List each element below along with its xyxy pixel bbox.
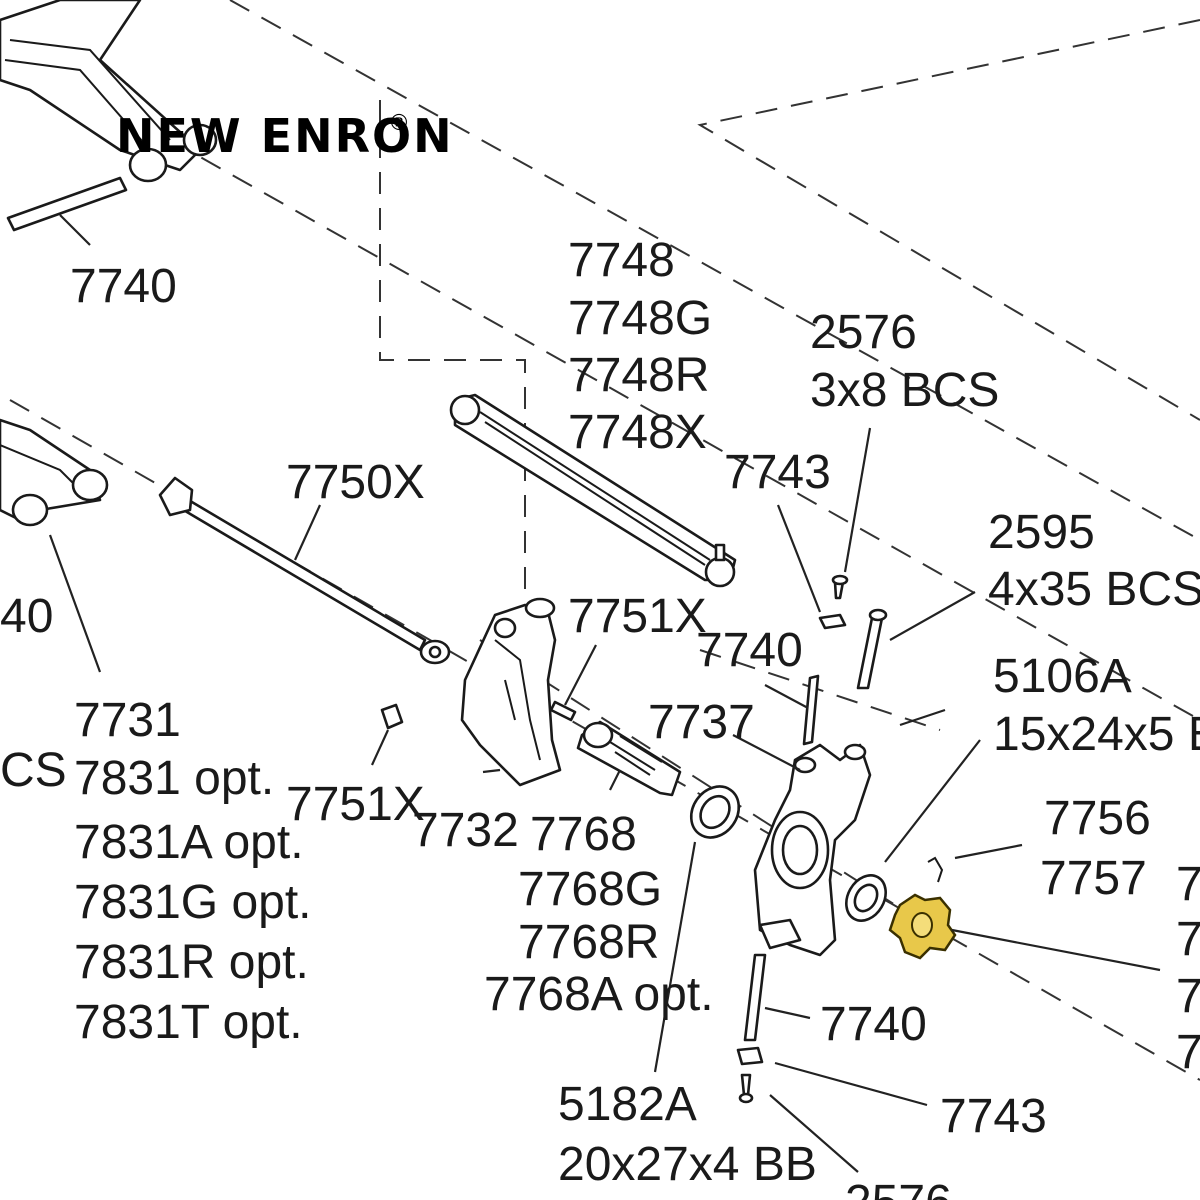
label-bearing-5106a: 5106A — [993, 650, 1132, 703]
screw-lower — [738, 1073, 754, 1104]
label-arm-7831t: 7831T opt. — [74, 996, 303, 1049]
stub-axle — [576, 720, 682, 797]
label-arm-7831: 7831 opt. — [74, 752, 274, 805]
bearing-5182a — [689, 785, 741, 839]
label-7737: 7737 — [648, 696, 755, 749]
caster-block — [460, 597, 562, 787]
label-arm-7831a: 7831A opt. — [74, 816, 304, 869]
steering-knuckle — [753, 743, 872, 957]
label-cut-40: 40 — [0, 590, 53, 643]
label-stub-7768a: 7768A opt. — [484, 968, 714, 1021]
label-cut-bottom-2576: 2576 — [845, 1176, 952, 1200]
label-pin-7756: 7756 — [1044, 792, 1151, 845]
hinge-pin-top — [6, 176, 128, 232]
label-cut-cs: CS — [0, 744, 67, 797]
label-screw-2576-size: 3x8 BCS — [810, 364, 999, 417]
kingpin-upper — [802, 674, 820, 746]
lower-suspension-arm — [0, 418, 109, 527]
label-stub-7768g: 7768G — [518, 863, 662, 916]
label-cut-right-3: 7 — [1176, 970, 1200, 1023]
kingpin-lower — [743, 953, 767, 1042]
e-clip — [927, 856, 944, 883]
brand-name: NEW ENRON — [116, 109, 454, 163]
bushing-lower — [736, 1046, 764, 1066]
upper-suspension-arm — [0, 0, 218, 183]
bearing-5106a — [845, 874, 887, 922]
label-stub-7768r: 7768R — [518, 916, 659, 969]
label-pin-7757: 7757 — [1040, 852, 1147, 905]
label-7743-top: 7743 — [724, 446, 831, 499]
label-arm-7731: 7731 — [74, 694, 181, 747]
label-bearing-5106a-size: 15x24x5 BB — [993, 708, 1200, 761]
label-cut-right-2: 7 — [1176, 913, 1200, 966]
label-7743-low: 7743 — [940, 1090, 1047, 1143]
roll-pin-mid — [549, 700, 577, 722]
label-screw-2576: 2576 — [810, 306, 917, 359]
screw-upper — [831, 574, 849, 600]
label-caster-7732: 7732 — [412, 804, 519, 857]
driveshaft — [158, 476, 451, 665]
brand-watermark: NEW ENRON ® — [116, 109, 454, 163]
label-driveshaft-7750x: 7750X — [286, 456, 425, 509]
label-7740-top: 7740 — [70, 260, 177, 313]
label-arm-7831g: 7831G opt. — [74, 876, 312, 929]
label-cut-right-1: 7 — [1176, 858, 1200, 911]
label-tierod-7748x: 7748X — [568, 406, 707, 459]
label-screw-2595: 2595 — [988, 506, 1095, 559]
roll-pin-small — [380, 703, 404, 730]
label-screw-2595-size: 4x35 BCS — [988, 563, 1200, 616]
label-7740-mid: 7740 — [696, 624, 803, 677]
label-stub-7768: 7768 — [530, 808, 637, 861]
bushing-upper — [818, 613, 847, 630]
label-bearing-5182a: 5182A — [558, 1078, 697, 1131]
tie-rod — [449, 393, 737, 588]
label-tierod-7748: 7748 — [568, 234, 675, 287]
wheel-hex-hub — [888, 893, 957, 960]
part-labels: 7740 7748 7748G 7748R 7748X 2576 3x8 BCS… — [0, 234, 1200, 1200]
screw-long — [856, 608, 888, 690]
label-tierod-7748r: 7748R — [568, 349, 709, 402]
label-cut-right-4: 7 — [1176, 1026, 1200, 1079]
label-tierod-7748g: 7748G — [568, 292, 712, 345]
label-bearing-5182a-size: 20x27x4 BB — [558, 1138, 817, 1191]
brand-registered-mark: ® — [388, 111, 410, 136]
label-7740-low: 7740 — [820, 998, 927, 1051]
label-7751x-low: 7751X — [286, 778, 425, 831]
label-arm-7831r: 7831R opt. — [74, 936, 309, 989]
label-7751x-top: 7751X — [568, 590, 707, 643]
leader-lines — [48, 214, 1161, 1173]
